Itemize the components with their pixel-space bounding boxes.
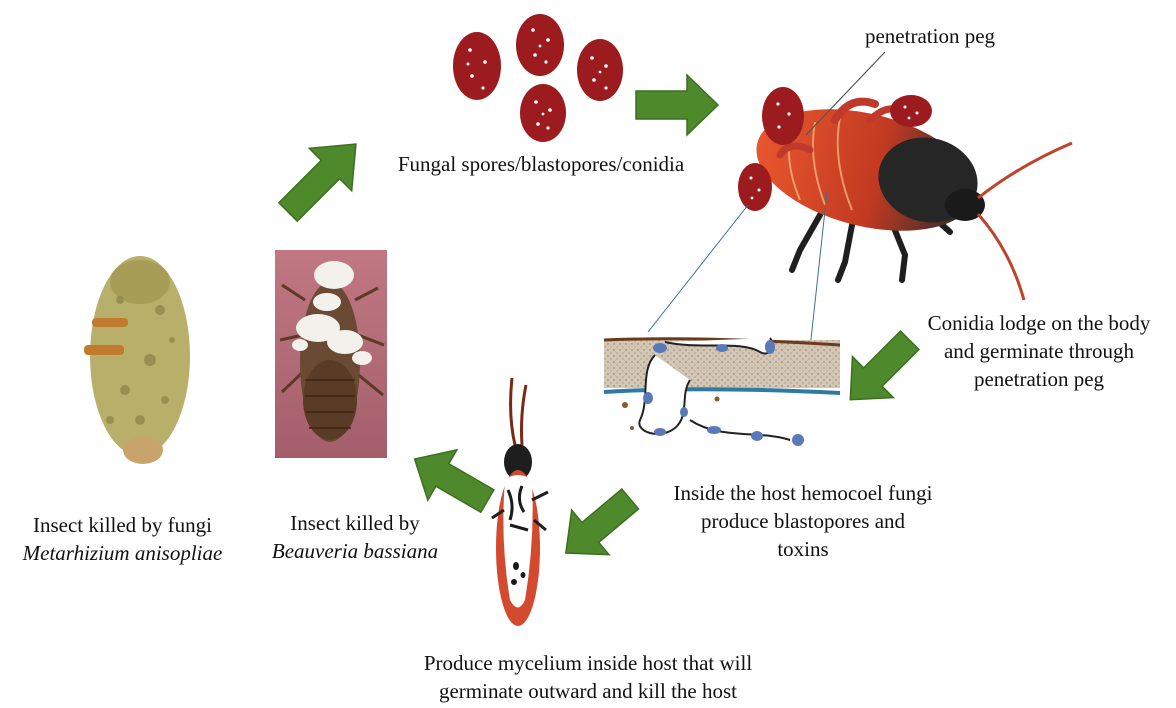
- penetration-peg-label-line: penetration peg: [850, 22, 1010, 50]
- conidia-lodge-line-3: penetration peg: [902, 365, 1176, 393]
- beauveria-label: Insect killed by Beauveria bassiana: [250, 509, 460, 565]
- mycelium-line-2: germinate outward and kill the host: [372, 677, 804, 705]
- hemocoel-line-1: Inside the host hemocoel fungi: [632, 479, 974, 507]
- mycelium-label: Produce mycelium inside host that will g…: [372, 649, 804, 705]
- beauveria-line-1: Insect killed by: [250, 509, 460, 537]
- hemocoel-line-3: toxins: [632, 535, 974, 563]
- metarhizium-killed-insect: [84, 256, 190, 464]
- metarhizium-line-1: Insect killed by fungi: [0, 511, 245, 539]
- mycelium-filled-insect: [492, 378, 548, 626]
- hemocoel-label: Inside the host hemocoel fungi produce b…: [632, 479, 974, 563]
- metarhizium-species: Metarhizium anisopliae: [0, 539, 245, 567]
- hemocoel-line-2: produce blastopores and: [632, 507, 974, 535]
- cuticle-cross-section: [604, 338, 840, 446]
- conidia-lodge-line-2: and germinate through: [902, 337, 1176, 365]
- fungal-spores-cluster: [453, 14, 623, 142]
- mycelium-line-1: Produce mycelium inside host that will: [372, 649, 804, 677]
- penetration-peg-label: penetration peg: [850, 22, 1010, 50]
- arrow-to-spores: [267, 123, 377, 233]
- beauveria-species: Beauveria bassiana: [250, 537, 460, 565]
- conidia-lodge-line-1: Conidia lodge on the body: [902, 309, 1176, 337]
- metarhizium-label: Insect killed by fungi Metarhizium aniso…: [0, 511, 245, 567]
- spores-label: Fungal spores/blastopores/conidia: [360, 150, 722, 178]
- spores-label-line: Fungal spores/blastopores/conidia: [360, 150, 722, 178]
- arrow-to-cockroach: [636, 75, 718, 135]
- beauveria-killed-insect-photo: [275, 250, 387, 458]
- conidia-lodge-label: Conidia lodge on the body and germinate …: [902, 309, 1176, 393]
